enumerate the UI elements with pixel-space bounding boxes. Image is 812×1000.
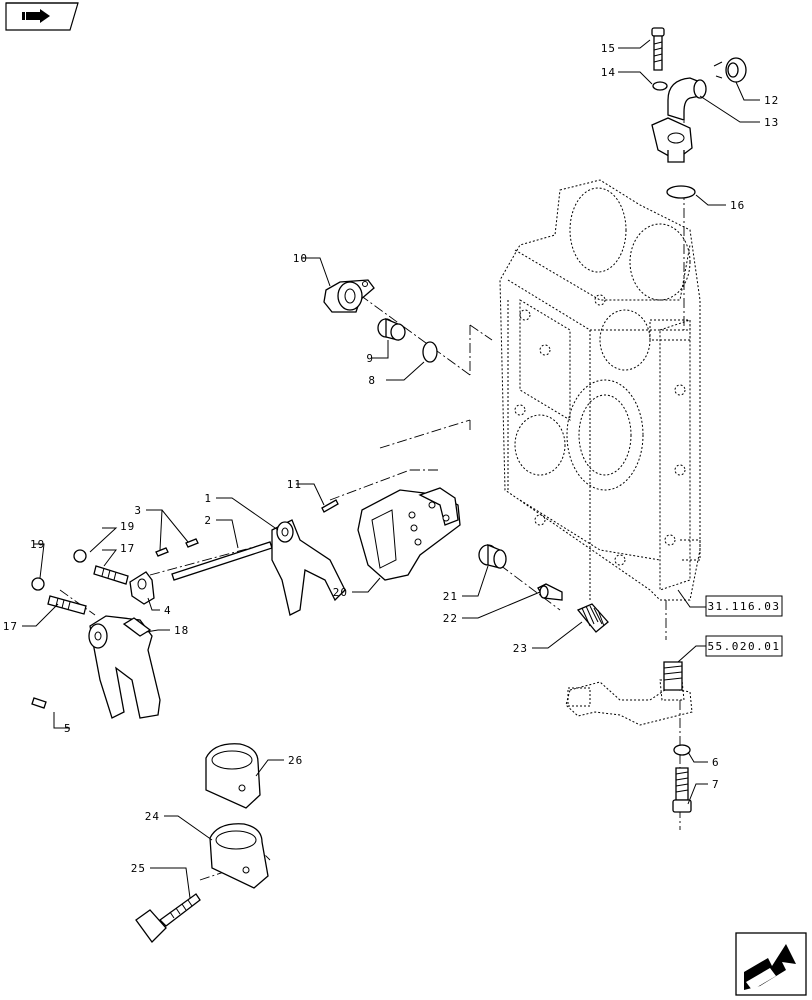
part-4-lever	[129, 571, 155, 605]
callout-2: 2	[204, 514, 212, 527]
callout-10: 10	[293, 252, 308, 265]
leader-lines	[22, 39, 760, 899]
callout-24: 24	[145, 810, 160, 823]
callout-21: 21	[443, 590, 458, 603]
part-6-washer	[673, 744, 691, 756]
reference-label: 31.116.03	[707, 600, 780, 613]
part-sensor-stud	[663, 661, 683, 691]
callout-12: 12	[764, 94, 779, 107]
callout-26: 26	[288, 754, 303, 767]
callout-18: 18	[174, 624, 189, 637]
back-arrow-icon	[22, 9, 50, 23]
forward-arrow-icon	[744, 944, 796, 990]
callout-labels: 1 2 3 4 5 6 7 8 9 10 11 12 13 14 15 16 1…	[3, 42, 779, 875]
part-19-cap-upper	[73, 549, 87, 563]
part-26-clamp	[205, 743, 261, 809]
sensor-bracket-ghost	[565, 679, 693, 726]
callout-4: 4	[164, 604, 172, 617]
callout-20: 20	[333, 586, 348, 599]
part-3-pins	[155, 538, 199, 557]
part-2-shift-rod	[171, 541, 273, 581]
callout-15: 15	[601, 42, 616, 55]
part-16-oring	[666, 185, 696, 199]
callout-3: 3	[134, 504, 142, 517]
callout-22: 22	[443, 612, 458, 625]
callout-9: 9	[366, 352, 374, 365]
callout-8: 8	[368, 374, 376, 387]
back-arrow-button[interactable]	[5, 2, 79, 31]
callout-11: 11	[287, 478, 302, 491]
callout-19-lower: 19	[30, 538, 45, 551]
part-11-pin	[321, 499, 339, 513]
part-17-screw-lower	[47, 595, 87, 615]
transmission-housing	[499, 179, 701, 601]
reference-box-housing[interactable]: 31.116.03	[705, 595, 783, 617]
callout-7: 7	[712, 778, 720, 791]
part-15-bolt	[651, 27, 665, 71]
callout-5: 5	[64, 722, 72, 735]
part-10-bracket	[323, 279, 375, 313]
part-19-cap-lower	[31, 577, 45, 591]
part-24-clamp	[209, 823, 269, 889]
part-14-washer	[652, 81, 668, 91]
callout-6: 6	[712, 756, 720, 769]
callout-1: 1	[204, 492, 212, 505]
assembly-axes	[59, 90, 685, 881]
forward-arrow-button[interactable]	[735, 932, 807, 996]
callout-13: 13	[764, 116, 779, 129]
part-8-ring	[422, 341, 438, 363]
part-17-screw-upper	[93, 565, 129, 585]
part-22-detent-pin	[537, 583, 563, 601]
reference-box-sensor[interactable]: 55.020.01	[705, 635, 783, 657]
part-9-bushing	[377, 318, 406, 341]
callout-23: 23	[513, 642, 528, 655]
callout-16: 16	[730, 199, 745, 212]
callout-25: 25	[131, 862, 146, 875]
callout-19-upper: 19	[120, 520, 135, 533]
part-7-bolt	[672, 767, 692, 813]
part-18-shift-fork	[88, 615, 161, 719]
part-23-spring	[576, 603, 609, 633]
part-20-detent-plate	[357, 487, 461, 581]
callout-17-upper: 17	[120, 542, 135, 555]
part-25-bolt	[135, 893, 201, 943]
part-1-shift-fork	[271, 519, 346, 616]
callout-14: 14	[601, 66, 616, 79]
callout-17-lower: 17	[3, 620, 18, 633]
part-5-pin	[31, 697, 47, 709]
part-12-plug	[713, 57, 747, 83]
part-21-plug	[478, 544, 507, 569]
reference-label: 55.020.01	[707, 640, 780, 653]
